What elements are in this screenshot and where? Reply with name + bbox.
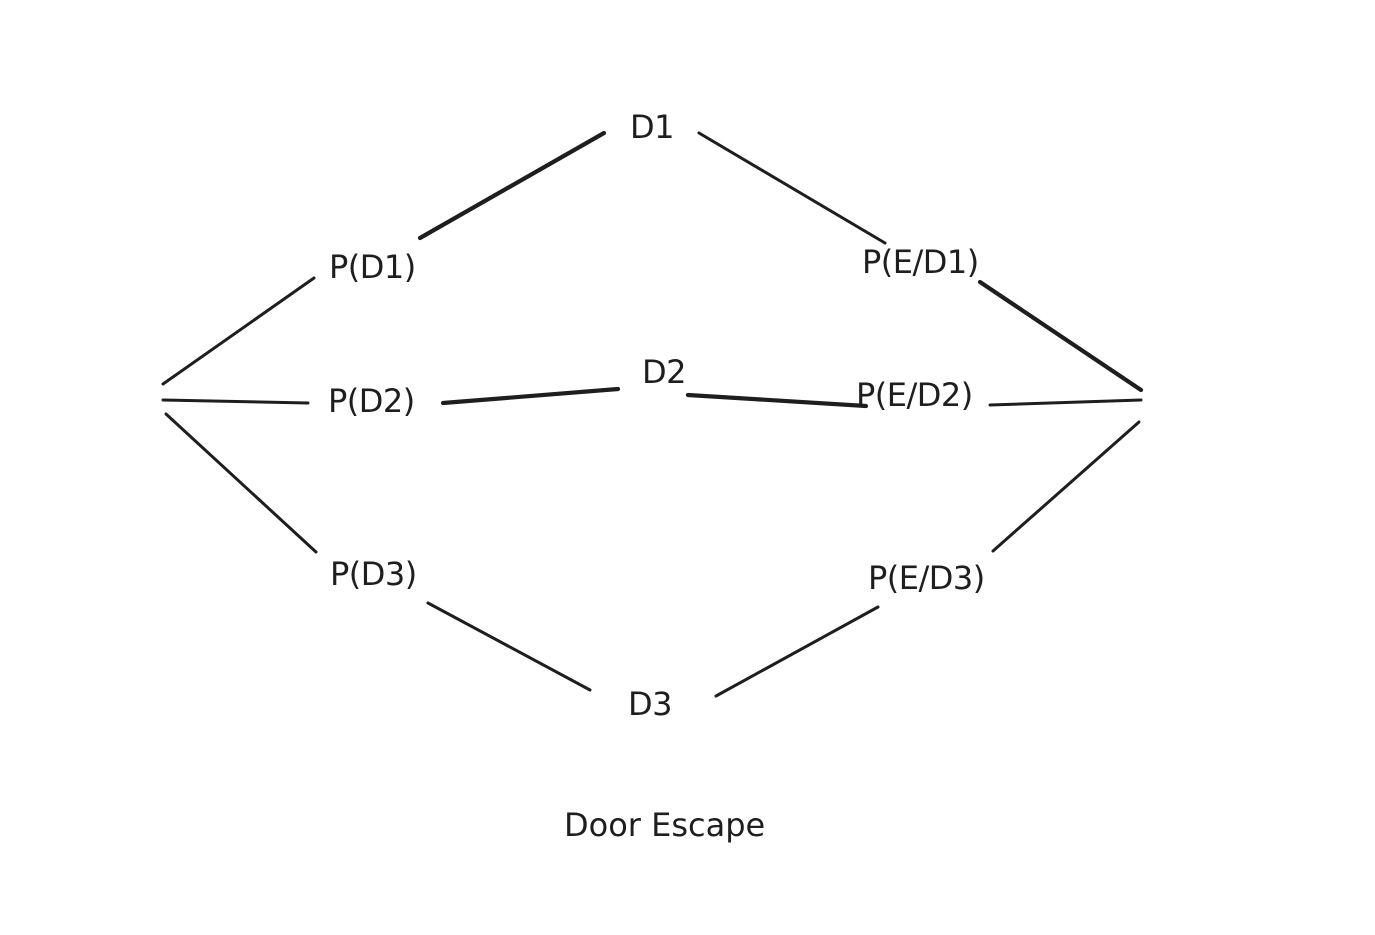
node-d1: D1 [630, 108, 674, 146]
node-p-e-d2: P(E/D2) [856, 376, 973, 414]
node-p-e-d1: P(E/D1) [862, 243, 979, 281]
diagram-nodes: D1 P(D1) P(E/D1) D2 P(D2) P(E/D2) P(D3) … [328, 108, 985, 723]
edge-root-to-p-d2 [161, 398, 310, 405]
edge-d1-to-p-e-d1 [697, 131, 887, 245]
edge-root-to-p-d1 [161, 276, 316, 386]
edge-p-e-d3-to-root [991, 420, 1141, 553]
edge-d2-to-p-e-d2 [685, 392, 869, 409]
node-p-d1: P(D1) [329, 248, 416, 286]
node-d2: D2 [642, 353, 686, 391]
edge-p-d1-to-d1 [417, 130, 607, 241]
edge-p-e-d2-to-root [988, 398, 1143, 407]
edge-d3-to-p-e-d3 [714, 605, 880, 698]
node-p-d2: P(D2) [328, 382, 415, 420]
node-d3: D3 [628, 685, 672, 723]
node-p-d3: P(D3) [330, 555, 417, 593]
edge-p-e-d1-to-root [977, 279, 1144, 393]
edge-p-d3-to-d3 [426, 601, 592, 692]
edge-root-to-p-d3 [164, 412, 318, 554]
node-p-e-d3: P(E/D3) [868, 559, 985, 597]
diagram-edges [161, 130, 1144, 698]
edge-p-d2-to-d2 [440, 386, 621, 406]
diagram-caption: Door Escape [564, 806, 765, 844]
